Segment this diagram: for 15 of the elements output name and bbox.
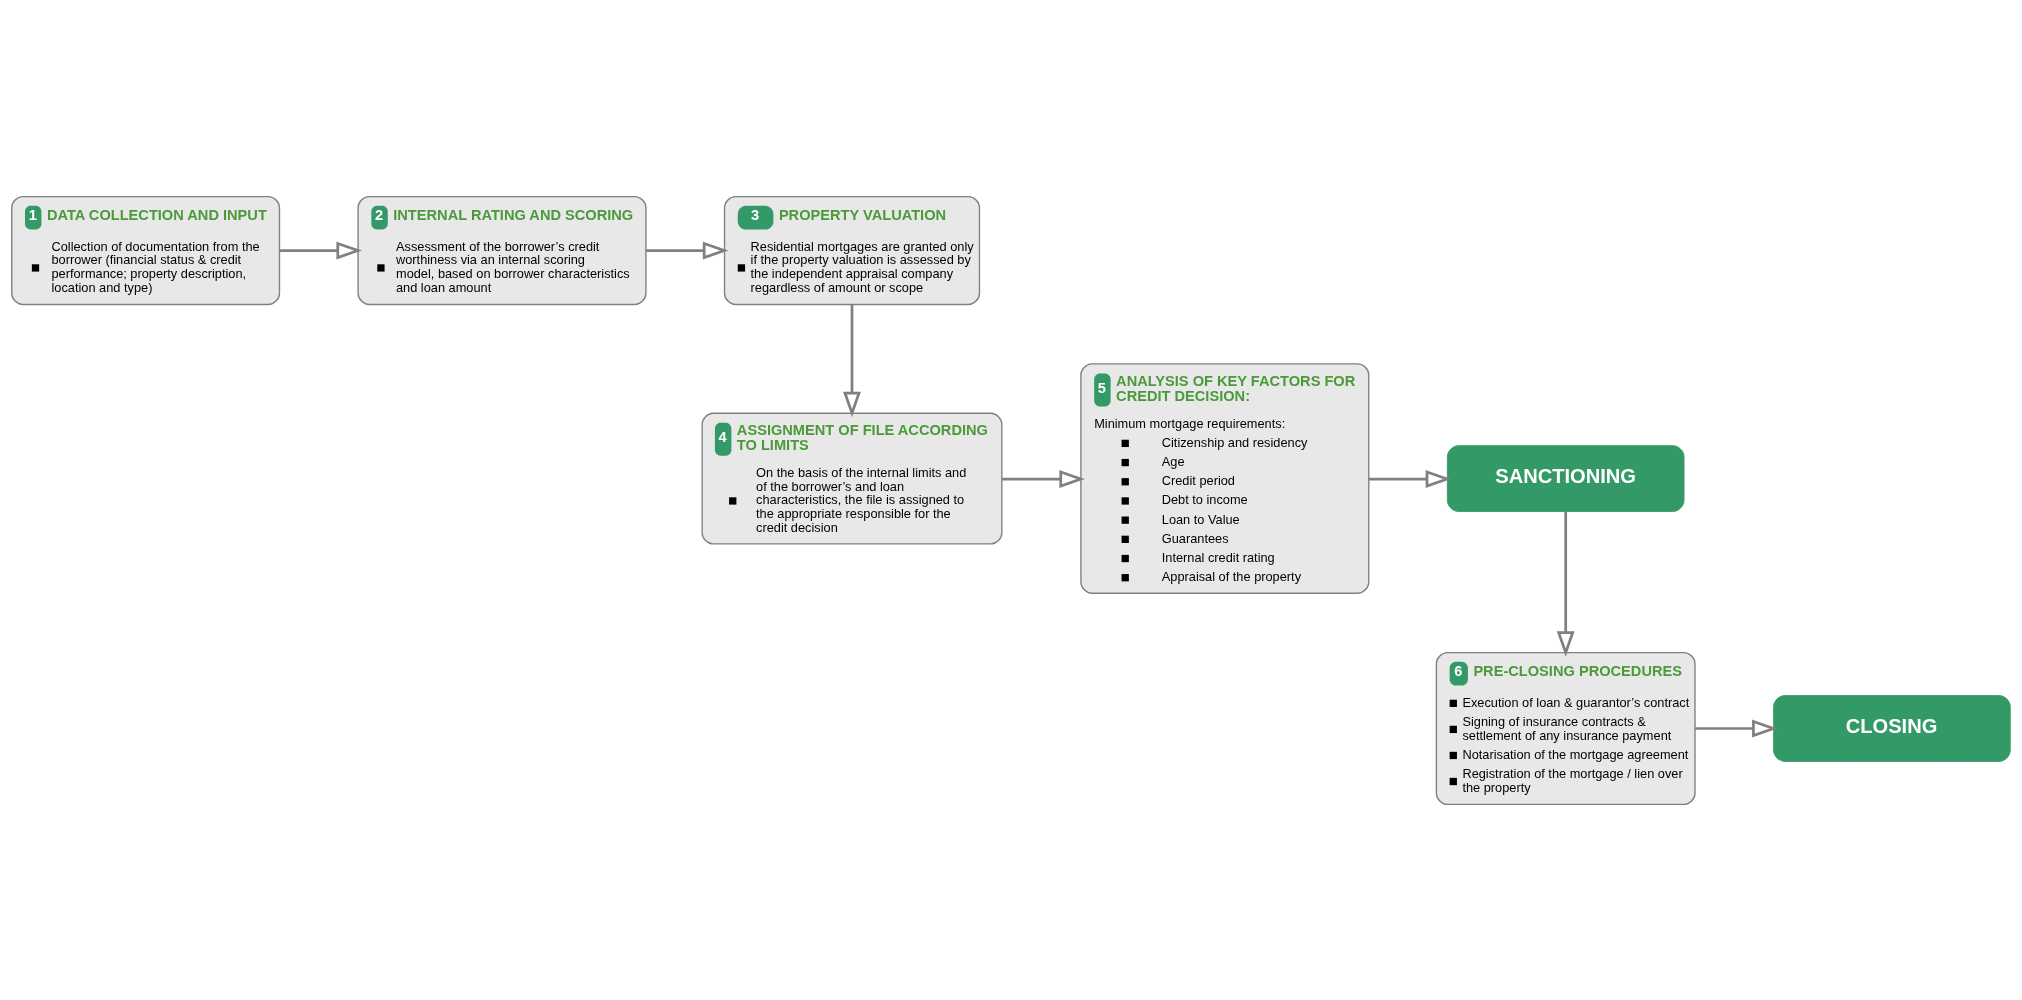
node-box: 3 PROPERTY VALUATION Residential mortgages are granted only if the property valuation is assessed by the independent appraisal company regardless of amount or scope (723, 195, 981, 305)
arrow (1695, 719, 1778, 737)
arrow (646, 241, 729, 260)
node-box: SANCTIONING (1446, 444, 1685, 512)
node-box: CLOSING (1773, 694, 2011, 762)
arrow (279, 241, 363, 260)
node-box: 4 ASSIGNMENT OF FILE ACCORDING TO LIMITS On the basis of the internal limits and of the borrower’s and loan characteristics, the file is assigned to the appropriate responsible for the credit decision (701, 412, 1003, 545)
arrow (1556, 511, 1575, 657)
node-box: 2 INTERNAL RATING AND SCORING Assessment of the borrower’s credit worthiness via an internal scoring model, based on borrower characteristics and loan amount (357, 195, 647, 305)
node-box: 1 DATA COLLECTION AND INPUT Collection of documentation from the borrower (financial status & credit performance; property description, location and type) (11, 195, 281, 305)
node-box: 5 ANALYSIS OF KEY FACTORS FOR CREDIT DECISION: Minimum mortgage requirements: Citizenship and residency Age Credit period Debt to income Loan to Value Guarantees Internal credit rating Appraisal of the property (1080, 362, 1370, 594)
node-box: 6 PRE-CLOSING PROCEDURES Execution of loan & guarantor’s contract Signing of insurance contracts & settlement of any insurance payment Notarisation of the mortgage agreement Registration of the mortgage / lien over the property (1435, 651, 1696, 805)
arrow (1368, 469, 1452, 488)
arrow (843, 304, 861, 417)
arrow (1002, 469, 1085, 488)
